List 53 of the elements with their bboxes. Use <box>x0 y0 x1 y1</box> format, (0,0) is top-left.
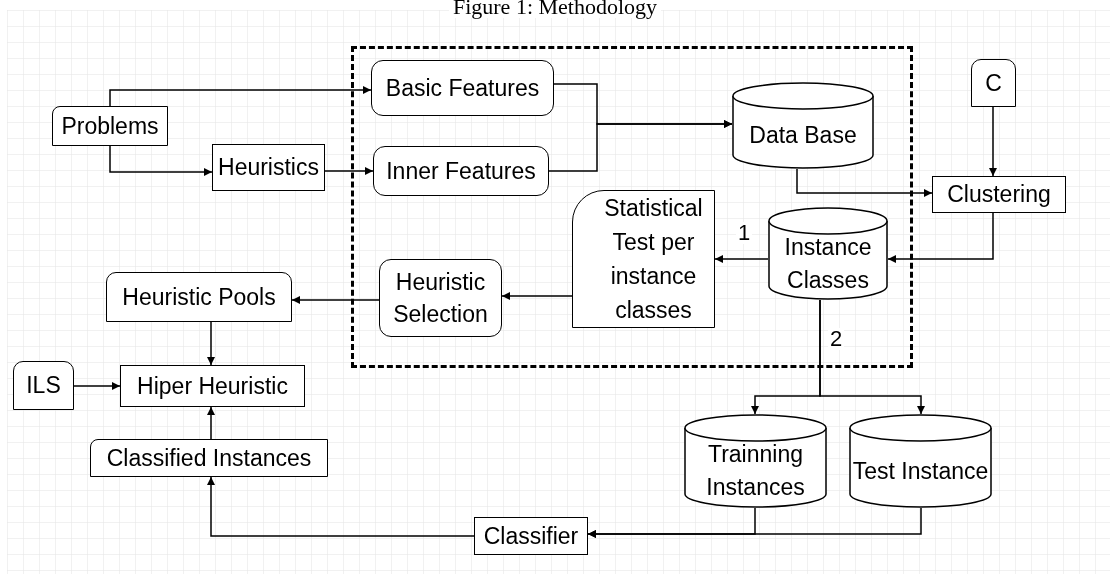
node-label: Heuristic Pools <box>122 282 276 312</box>
database-cylinder <box>768 207 888 300</box>
node-label: Heuristic Selection <box>392 268 489 329</box>
node-label: Data Base <box>749 121 857 150</box>
process-box <box>52 106 168 146</box>
connector-arrow <box>207 321 215 366</box>
node-label: Hiper Heuristic <box>137 371 288 401</box>
node-label: Inner Features <box>386 156 536 186</box>
connector-arrow <box>887 212 994 263</box>
node-label: Problems <box>61 111 159 141</box>
connector-arrow <box>714 255 769 263</box>
edge-label: 2 <box>828 328 845 350</box>
database-cylinder <box>849 414 992 508</box>
group-boundary <box>351 46 913 368</box>
connector-arrow <box>324 167 374 175</box>
database-cylinder <box>732 82 874 169</box>
node-label: Heuristics <box>218 153 319 182</box>
process-box <box>13 361 74 410</box>
connector-arrow <box>109 145 213 176</box>
process-box <box>379 259 502 337</box>
process-box <box>373 146 549 196</box>
node-label: Statistical Test per instance classes <box>603 194 704 325</box>
connector-arrow <box>207 476 475 537</box>
database-cylinder <box>684 414 827 508</box>
process-box <box>971 59 1016 107</box>
process-box <box>90 439 328 477</box>
connector-arrow <box>73 382 121 390</box>
node-label: Basic Features <box>385 73 540 103</box>
connector-arrow <box>548 120 733 172</box>
process-box <box>120 365 305 407</box>
node-label: Classified Instances <box>106 443 312 473</box>
node-label: Clustering <box>947 180 1051 209</box>
connector-arrow <box>109 86 372 107</box>
connector-arrow <box>207 406 215 440</box>
process-box <box>106 272 292 322</box>
process-box <box>932 176 1066 213</box>
node-label: Trainning Instances <box>705 440 806 502</box>
node-label: Classifier <box>483 521 579 551</box>
node-label: ILS <box>26 371 61 400</box>
connector-arrow <box>796 168 933 197</box>
connector-arrow <box>989 106 997 177</box>
connector-arrow <box>819 299 925 415</box>
process-box <box>474 517 588 555</box>
connector-arrow <box>587 507 922 538</box>
process-box <box>371 60 554 116</box>
connector-arrow <box>291 296 380 304</box>
node-label: C <box>985 68 1002 98</box>
connector-arrow <box>501 292 573 300</box>
node-label: Instance Classes <box>783 232 873 295</box>
node-label: Test Instance <box>852 456 989 486</box>
document-box <box>572 190 715 328</box>
process-box <box>212 144 325 191</box>
edge-label: 1 <box>736 222 753 244</box>
